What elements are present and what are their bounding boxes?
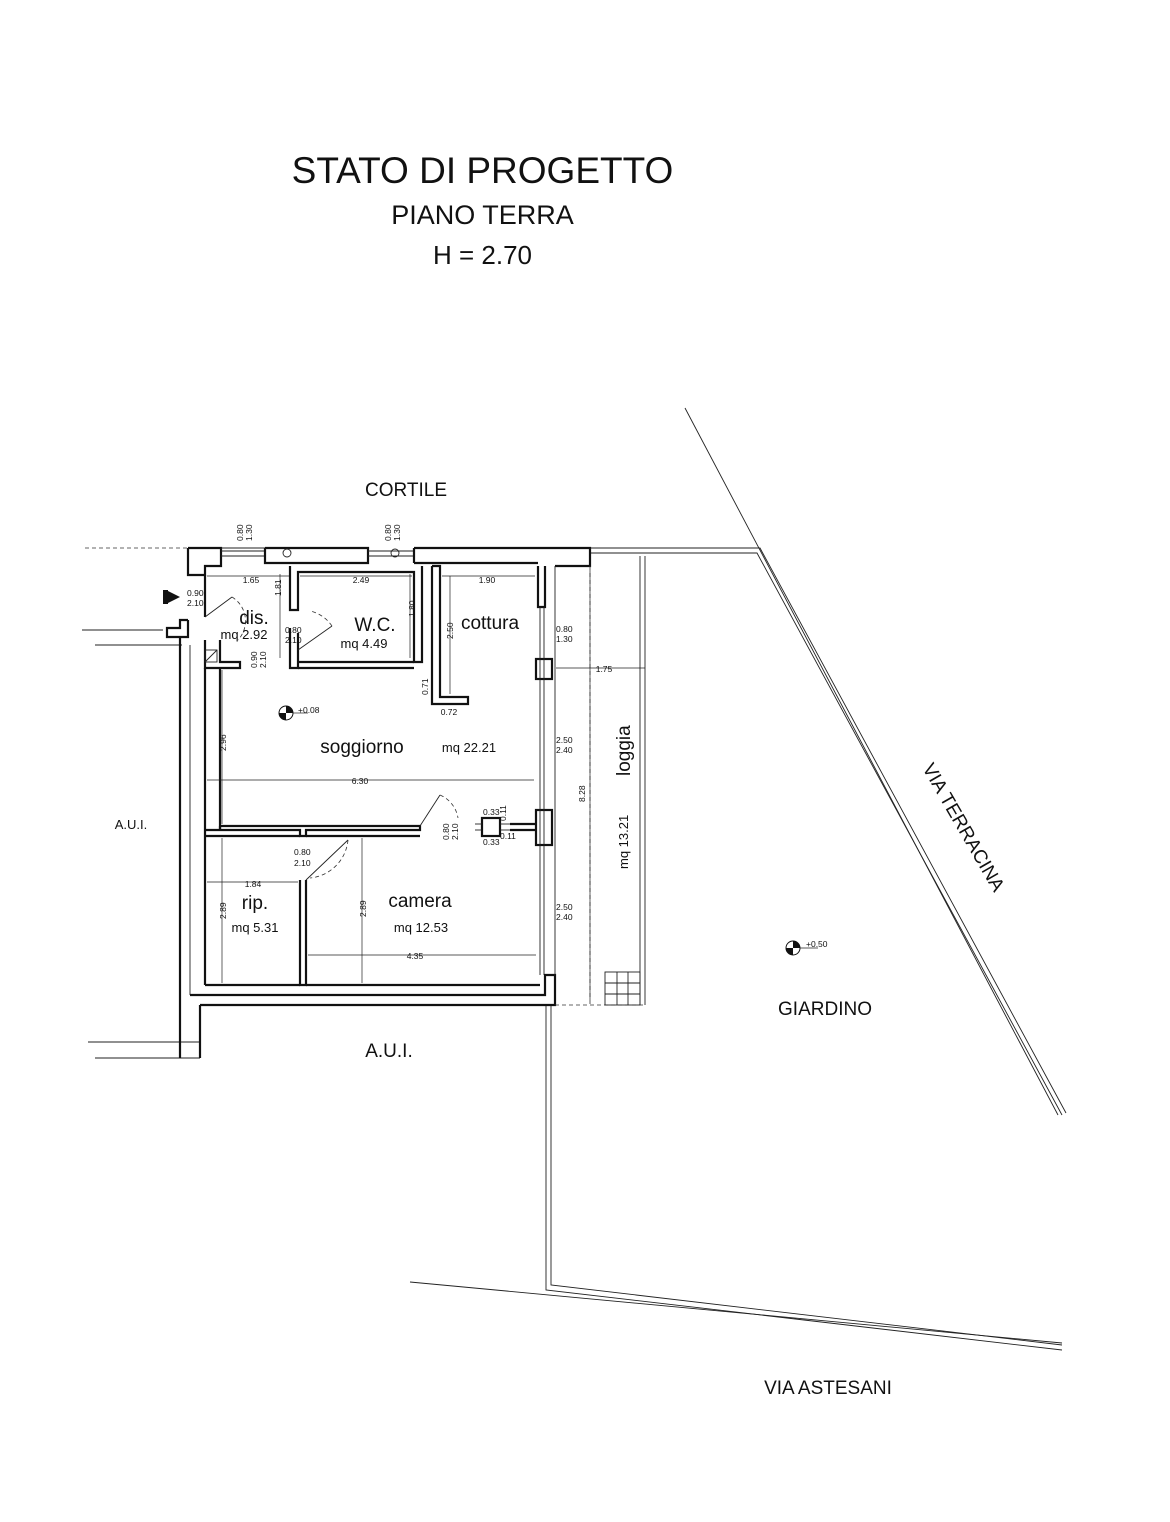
win-camera-height: 2.40	[556, 912, 573, 922]
label-giardino: GIARDINO	[778, 999, 872, 1020]
dim-loggia-width: 1.75	[596, 664, 613, 674]
level-interior-value: +0.08	[298, 705, 320, 715]
win-camera-width: 2.50	[556, 902, 573, 912]
dim-loggia-length: 8.28	[577, 785, 587, 802]
dim-dis-width: 1.65	[243, 575, 260, 585]
level-marker-garden	[785, 940, 818, 956]
dim-pillar-d: 0.11	[498, 805, 508, 821]
win-dis-width: 0.80	[235, 524, 245, 541]
door-dis-height: 2.10	[258, 651, 268, 668]
dim-pillar-c: 0.11	[500, 831, 516, 841]
door-dis-width: 0.90	[249, 651, 259, 668]
dim-pillar-b: 0.33	[483, 837, 500, 847]
label-aui-west: A.U.I.	[115, 817, 148, 832]
win-dis-height: 1.30	[244, 524, 254, 541]
room-name-loggia: loggia	[614, 725, 635, 776]
label-cortile: CORTILE	[365, 480, 447, 501]
entry-door-height: 2.10	[187, 598, 204, 608]
ceiling-height: H = 2.70	[432, 240, 532, 270]
dim-rip-depth: 2.89	[218, 902, 228, 919]
win-soggiorno-width: 2.50	[556, 735, 573, 745]
room-area-dis: mq 2.92	[221, 627, 268, 642]
dim-dis-depth: 1.81	[273, 579, 283, 596]
plan-title: STATO DI PROGETTO	[291, 150, 674, 191]
door-swings	[204, 548, 459, 881]
site-lines	[82, 407, 1067, 1351]
door-rip-width: 0.80	[294, 847, 311, 857]
dim-wc-depth: 1.80	[407, 600, 417, 617]
dim-stub-width: 0.72	[441, 707, 458, 717]
dim-camera-depth: 2.89	[358, 900, 368, 917]
room-name-soggiorno: soggiorno	[320, 737, 403, 758]
dim-stub-depth: 0.71	[420, 678, 430, 695]
room-area-wc: mq 4.49	[341, 636, 388, 651]
label-aui-south: A.U.I.	[365, 1041, 413, 1062]
dimension-lines	[207, 570, 645, 1000]
label-via-astesani: VIA ASTESANI	[764, 1378, 892, 1399]
room-name-camera: camera	[388, 891, 452, 912]
door-camera-width: 0.80	[441, 823, 451, 840]
room-name-rip: rip.	[242, 893, 268, 914]
win-cottura-width: 0.80	[556, 624, 573, 634]
door-wc-height: 2.10	[285, 635, 302, 645]
level-garden-value: +0.50	[806, 939, 828, 949]
dim-soggiorno-depth: 2.96	[218, 734, 228, 751]
dim-pillar-a: 0.33	[483, 807, 500, 817]
door-camera-height: 2.10	[450, 823, 460, 840]
room-name-dis: dis.	[239, 608, 269, 629]
dim-cottura-depth: 2.50	[445, 622, 455, 639]
dim-camera-width: 4.35	[407, 951, 424, 961]
room-area-rip: mq 5.31	[232, 920, 279, 935]
building-walls	[165, 546, 646, 1058]
win-soggiorno-height: 2.40	[556, 745, 573, 755]
room-name-wc: W.C.	[354, 615, 395, 636]
dim-rip-width: 1.84	[245, 879, 262, 889]
door-wc-width: 0.80	[285, 625, 302, 635]
room-name-cottura: cottura	[461, 613, 520, 634]
win-cottura-height: 1.30	[556, 634, 573, 644]
entry-arrow-icon	[166, 590, 180, 604]
door-rip-height: 2.10	[294, 858, 311, 868]
win-wc-height: 1.30	[392, 524, 402, 541]
win-wc-width: 0.80	[383, 524, 393, 541]
dim-soggiorno-width: 6.30	[352, 776, 369, 786]
room-area-soggiorno: mq 22.21	[442, 740, 496, 755]
plan-subtitle: PIANO TERRA	[391, 200, 574, 230]
room-area-camera: mq 12.53	[394, 920, 448, 935]
room-area-loggia: mq 13.21	[616, 815, 631, 869]
dim-cottura-width: 1.90	[479, 575, 496, 585]
dim-wc-width: 2.49	[353, 575, 370, 585]
entry-door-width: 0.90	[187, 588, 204, 598]
level-marker-interior	[278, 705, 308, 721]
